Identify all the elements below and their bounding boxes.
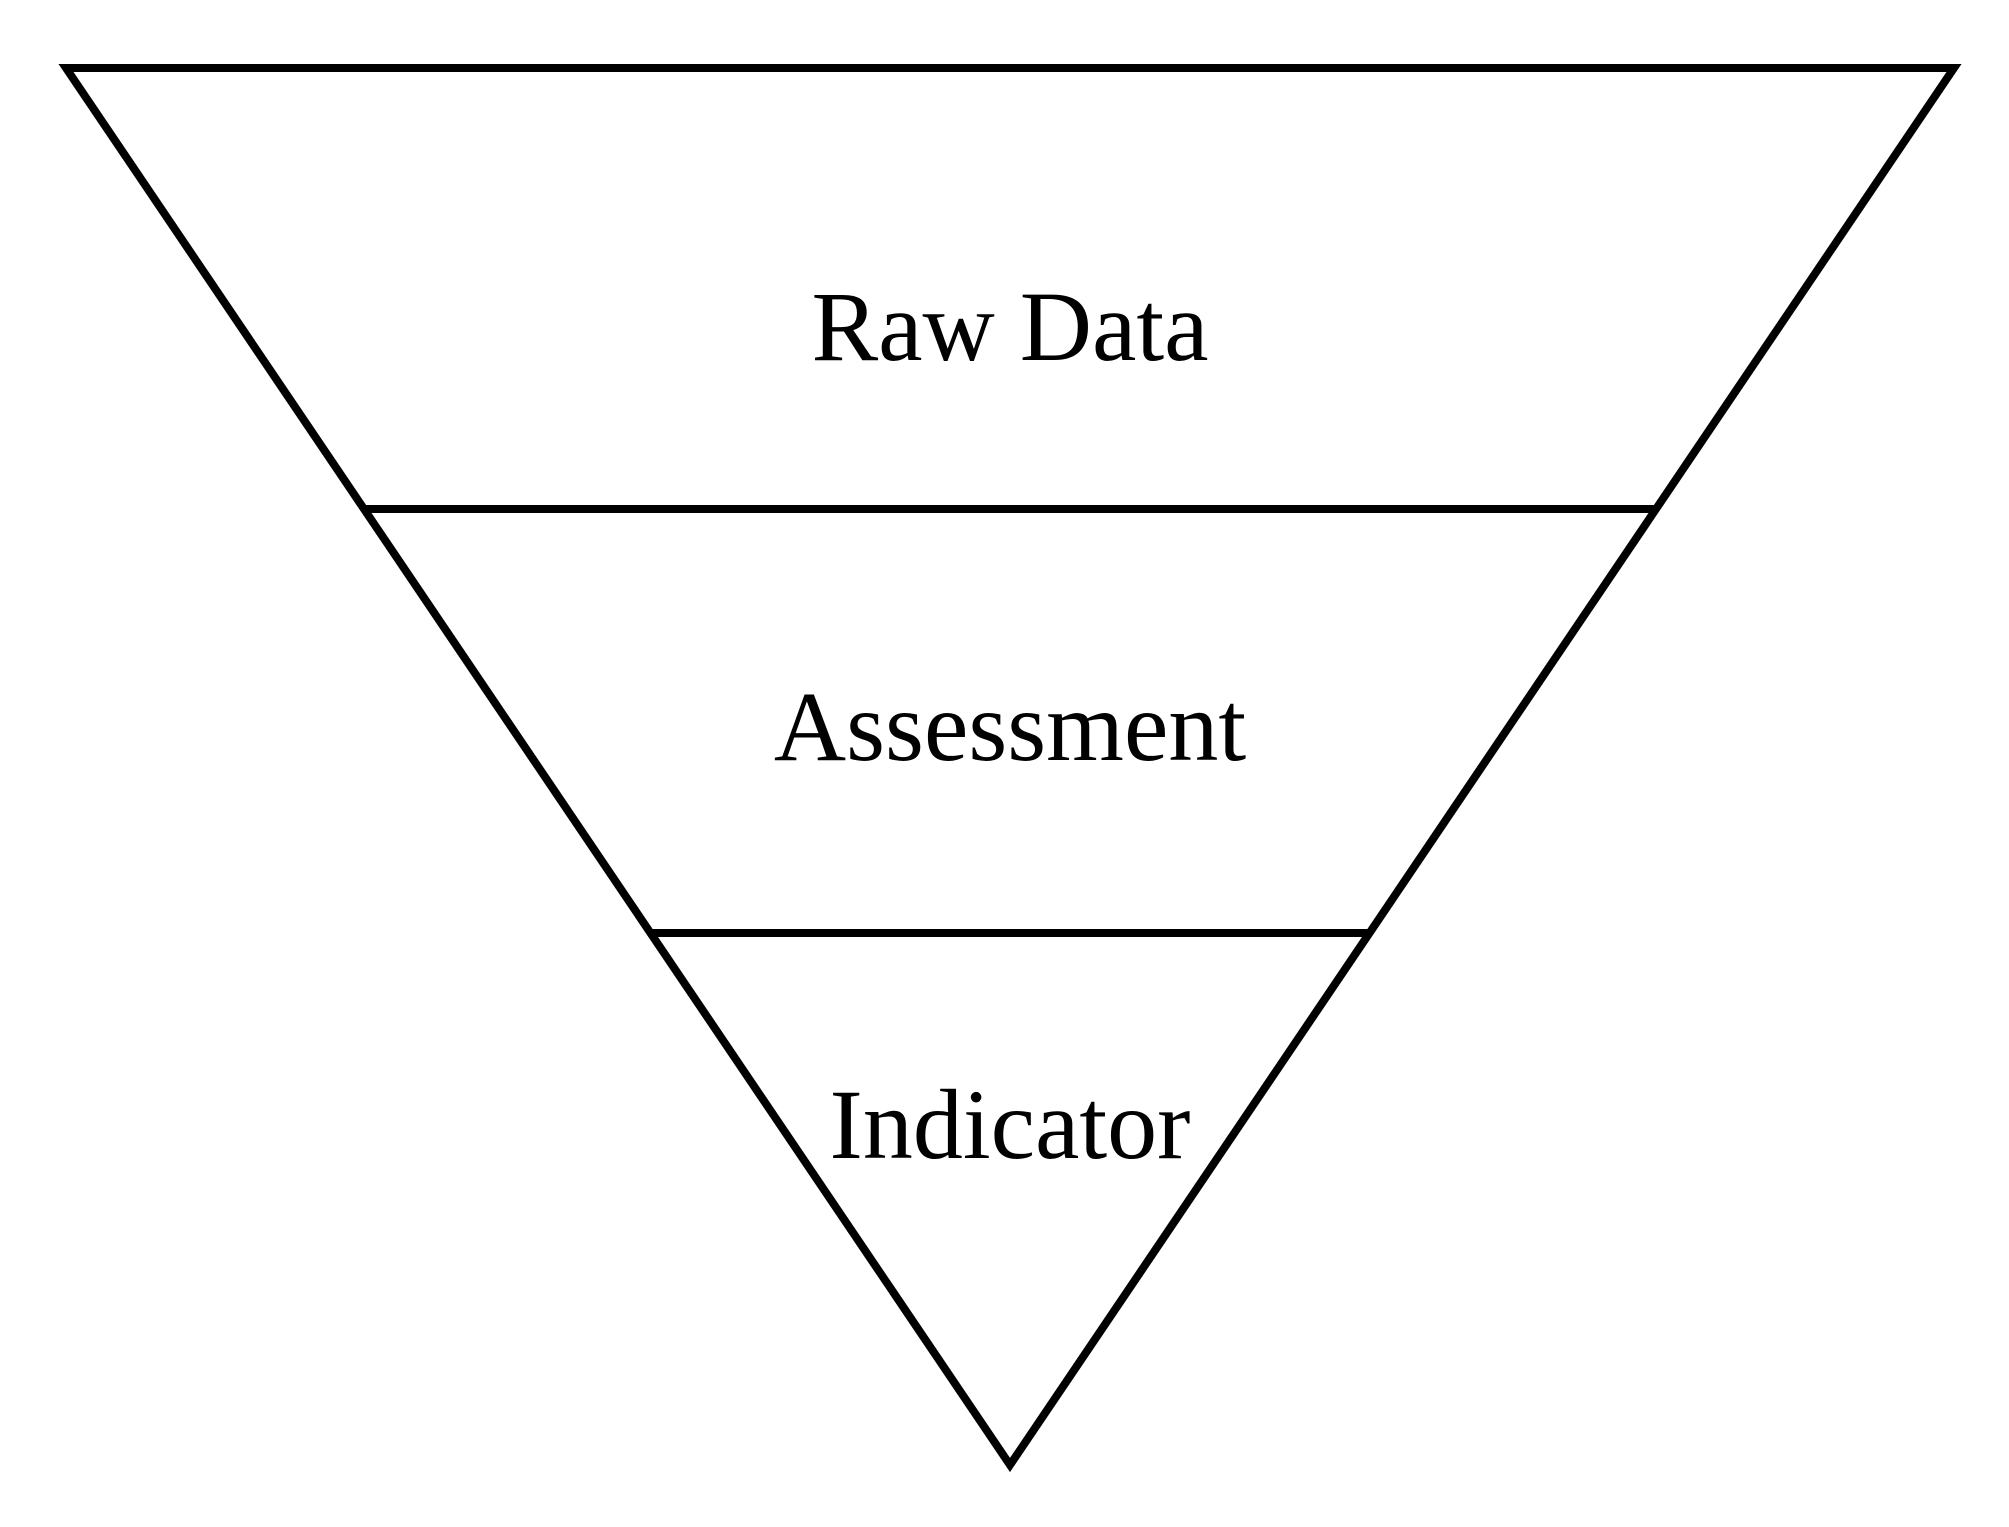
pyramid-outline (58, 64, 1962, 1473)
level-label-indicator: Indicator (830, 1069, 1191, 1180)
level-label-assessment: Assessment (774, 671, 1246, 782)
level-label-raw-data: Raw Data (811, 271, 1208, 382)
